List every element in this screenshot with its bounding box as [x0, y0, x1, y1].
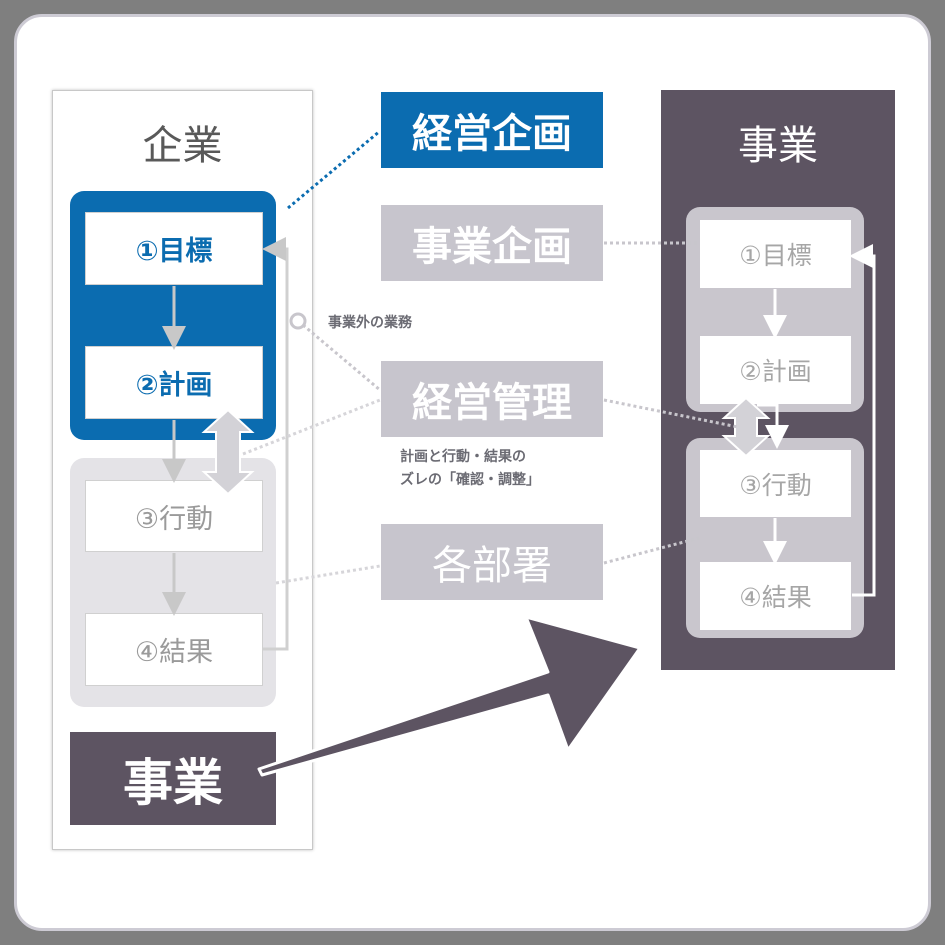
company-step-plan: ②計画: [85, 346, 263, 419]
business-transition-arrow: [257, 615, 642, 777]
management-planning-connector: [287, 129, 381, 210]
non-business-node: [289, 312, 307, 330]
business-step-result: ④結果: [700, 562, 851, 630]
company-adjust-double-arrow: [201, 408, 255, 496]
non-business-connector: [302, 323, 381, 392]
departments-block: 各部署: [381, 524, 603, 600]
control-right-connector: [603, 398, 739, 429]
company-step-action: ③行動: [85, 480, 263, 552]
company-business-block: 事業: [70, 732, 276, 825]
company-feedback-loop: [262, 237, 289, 651]
company-step-goal: ①目標: [85, 212, 263, 285]
business-step-plan: ②計画: [700, 336, 851, 404]
business-adjust-double-arrow: [721, 396, 771, 458]
departments-right-connector: [603, 536, 700, 565]
management-control-block: 経営管理: [381, 361, 603, 437]
business-step-action: ③行動: [700, 450, 851, 517]
company-title: 企業: [142, 123, 223, 169]
business-title: 事業: [738, 123, 818, 169]
business-feedback-loop: [849, 244, 876, 597]
management-planning-block: 経営企画: [381, 92, 603, 168]
non-business-work-label: 事業外の業務: [328, 315, 412, 331]
control-left-connector: [242, 398, 381, 456]
company-step-result: ④結果: [85, 613, 263, 686]
adjustment-note-line1: 計画と行動・結果の: [400, 449, 526, 465]
business-step-goal: ①目標: [700, 220, 851, 288]
adjustment-note-line2: ズレの「確認・調整」: [400, 472, 540, 488]
business-plan-action-arrow: [757, 403, 789, 449]
business-planning-block: 事業企画: [381, 205, 603, 281]
departments-left-connector: [275, 564, 381, 585]
